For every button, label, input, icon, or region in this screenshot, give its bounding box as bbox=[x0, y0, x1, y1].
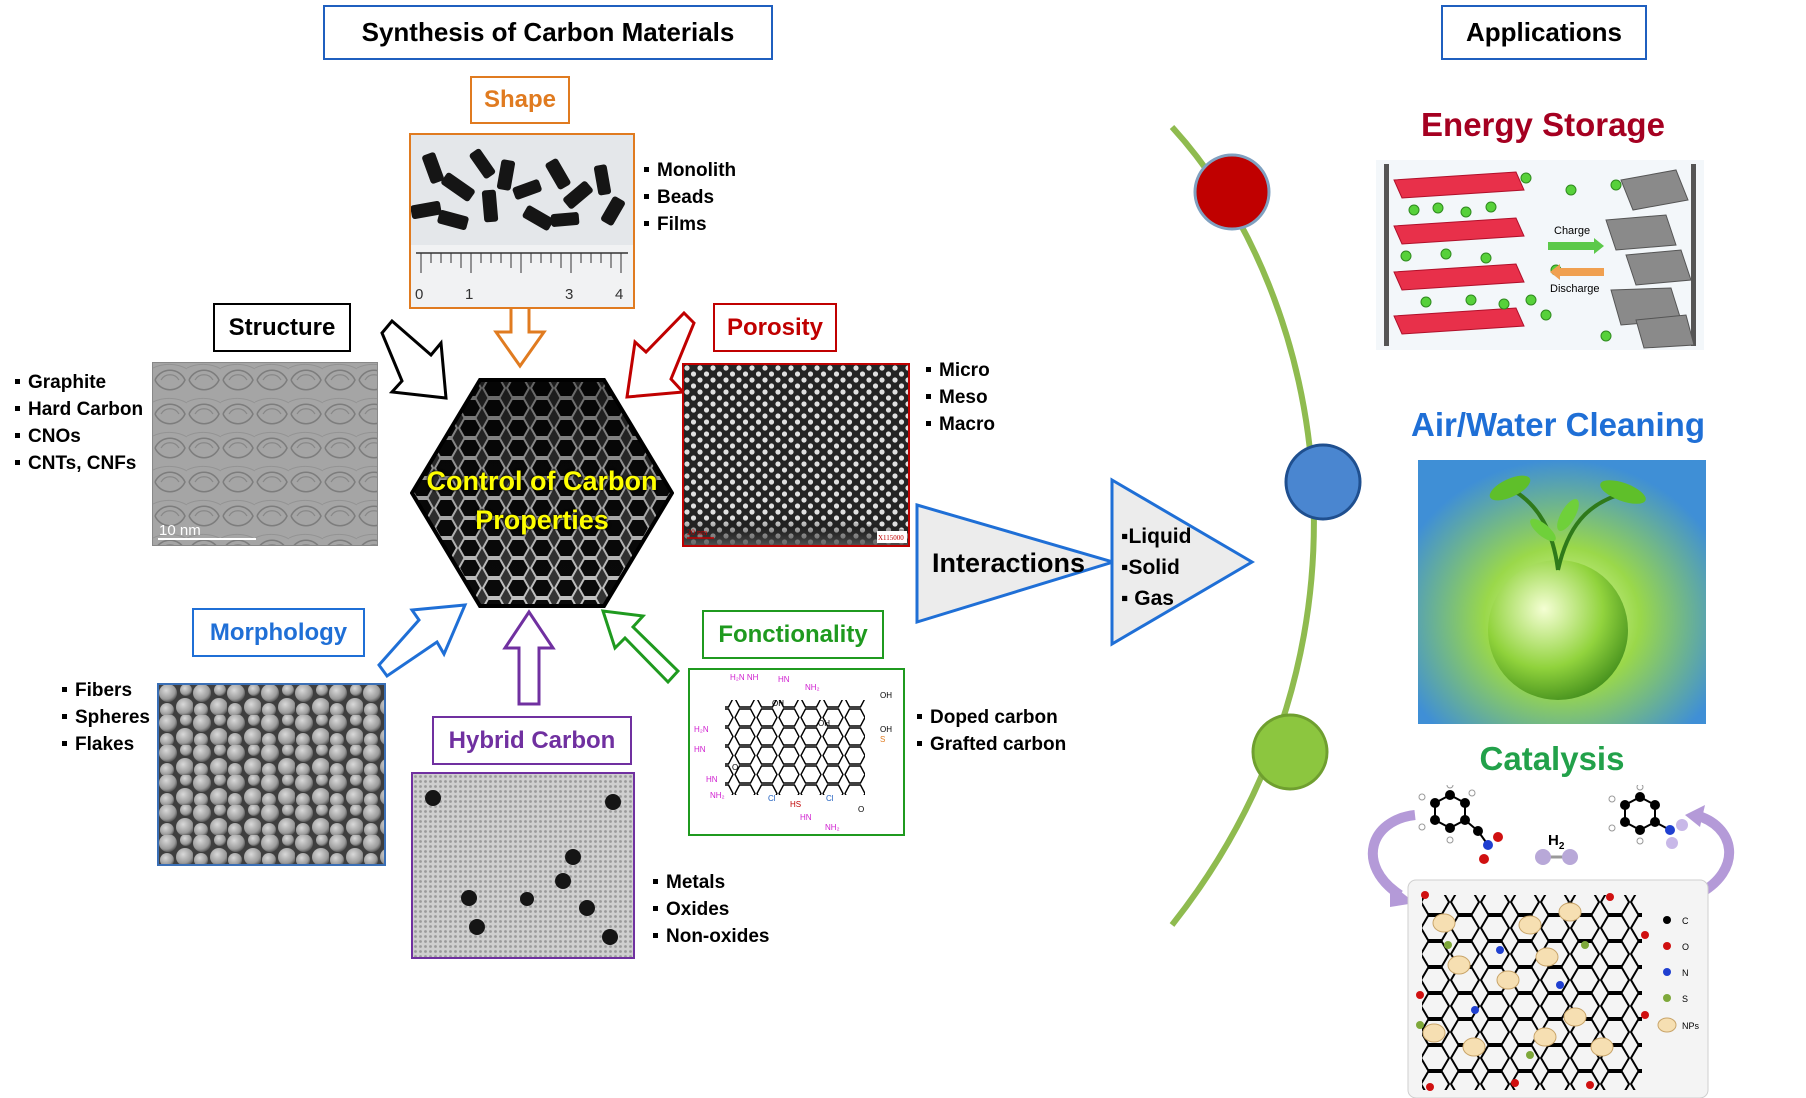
svg-text:NH₂: NH₂ bbox=[710, 791, 725, 800]
catalysis-node bbox=[1251, 713, 1329, 791]
legend-sulfur: S bbox=[1682, 994, 1688, 1004]
list-item: Hard Carbon bbox=[15, 396, 143, 423]
svg-text:H₂N: H₂N bbox=[694, 725, 709, 734]
phases-triangle bbox=[1110, 477, 1255, 647]
ruler-number: 0 bbox=[415, 286, 423, 303]
structure-tem-image: 10 nm bbox=[152, 362, 378, 546]
legend-carbon: C bbox=[1682, 916, 1689, 926]
center-label-line1: Control of Carbon bbox=[426, 466, 658, 496]
morphology-sem-image bbox=[157, 683, 386, 866]
list-item: Metals bbox=[653, 869, 769, 896]
hybrid-tem-image bbox=[411, 772, 635, 959]
list-item: Beads bbox=[644, 184, 736, 211]
shape-list: Monolith Beads Films bbox=[644, 157, 736, 238]
svg-text:O: O bbox=[732, 763, 738, 772]
legend-nitrogen: N bbox=[1682, 968, 1689, 978]
ruler-number: 4 bbox=[615, 286, 623, 303]
catalysis-illustration: H2 bbox=[1360, 785, 1752, 1098]
svg-text:HN: HN bbox=[706, 775, 718, 784]
svg-text:Cl: Cl bbox=[768, 794, 776, 803]
air-water-cleaning-illustration bbox=[1418, 460, 1706, 724]
structure-list: Graphite Hard Carbon CNOs CNTs, CNFs bbox=[15, 369, 143, 477]
shape-photo: 0 1 3 4 bbox=[409, 133, 635, 309]
list-item: CNOs bbox=[15, 423, 143, 450]
hybrid-arrow bbox=[502, 609, 556, 706]
ruler-number: 1 bbox=[465, 286, 473, 303]
hybrid-list: Metals Oxides Non-oxides bbox=[653, 869, 769, 950]
center-label-line2: Properties bbox=[475, 505, 609, 535]
functionality-list: Doped carbon Grafted carbon bbox=[917, 704, 1066, 758]
list-item: Spheres bbox=[62, 704, 150, 731]
list-item: Films bbox=[644, 211, 736, 238]
svg-text:S: S bbox=[880, 735, 885, 744]
list-item: Monolith bbox=[644, 157, 736, 184]
functionality-label: Fonctionality bbox=[702, 610, 884, 659]
energy-storage-illustration: Charge Discharge bbox=[1376, 160, 1704, 350]
synthesis-title: Synthesis of Carbon Materials bbox=[323, 5, 773, 60]
structure-scale: 10 nm bbox=[159, 522, 201, 539]
svg-text:Cl: Cl bbox=[826, 794, 834, 803]
center-label: Control of Carbon Properties bbox=[410, 462, 674, 540]
list-item: CNTs, CNFs bbox=[15, 450, 143, 477]
morphology-arrow bbox=[377, 603, 468, 679]
svg-text:HN: HN bbox=[694, 745, 706, 754]
list-item: Meso bbox=[926, 384, 995, 411]
svg-text:NH₂: NH₂ bbox=[825, 823, 840, 832]
list-item: Graphite bbox=[15, 369, 143, 396]
svg-text:O: O bbox=[858, 805, 864, 814]
interactions-triangle bbox=[915, 503, 1119, 625]
list-item: Oxides bbox=[653, 896, 769, 923]
ruler-number: 3 bbox=[565, 286, 573, 303]
functionality-arrow bbox=[600, 609, 681, 685]
list-item: Micro bbox=[926, 357, 995, 384]
energy-node bbox=[1193, 153, 1271, 231]
porosity-arrow bbox=[625, 310, 696, 399]
morphology-list: Fibers Spheres Flakes bbox=[62, 677, 150, 758]
list-item: Non-oxides bbox=[653, 923, 769, 950]
svg-text:OH: OH bbox=[880, 725, 892, 734]
charge-label: Charge bbox=[1554, 225, 1590, 237]
interactions-label: Interactions bbox=[932, 548, 1086, 578]
svg-text:HN: HN bbox=[778, 675, 790, 684]
svg-text:OH: OH bbox=[818, 719, 830, 728]
structure-arrow bbox=[380, 318, 448, 400]
svg-text:HN: HN bbox=[800, 813, 812, 822]
list-item: Macro bbox=[926, 411, 995, 438]
porosity-list: Micro Meso Macro bbox=[926, 357, 995, 438]
porosity-tem-image: 20 nm X115000 bbox=[682, 363, 910, 547]
interactions-list: ▪Liquid ▪Solid ▪ Gas bbox=[1121, 521, 1191, 614]
shape-label: Shape bbox=[470, 76, 570, 124]
svg-text:HS: HS bbox=[790, 800, 801, 809]
functionality-molecule: H₂N NH HN NH₂ H₂N HN HN NH₂ HN NH₂ OH OH OH OH O O… bbox=[688, 668, 905, 836]
discharge-label: Discharge bbox=[1550, 283, 1600, 295]
air-water-cleaning-title: Air/Water Cleaning bbox=[1411, 406, 1705, 443]
morphology-label: Morphology bbox=[192, 608, 365, 657]
svg-text:NH₂: NH₂ bbox=[805, 683, 820, 692]
svg-text:H₂N NH: H₂N NH bbox=[730, 673, 759, 682]
porosity-magnification: X115000 bbox=[878, 534, 904, 542]
h2-label: H2 bbox=[1548, 832, 1565, 852]
catalysis-title: Catalysis bbox=[1479, 740, 1625, 777]
cleaning-node bbox=[1284, 443, 1362, 521]
list-item: Grafted carbon bbox=[917, 731, 1066, 758]
porosity-scale: 20 nm bbox=[687, 528, 708, 537]
applications-title: Applications bbox=[1441, 5, 1647, 60]
list-item: ▪Solid bbox=[1121, 556, 1180, 579]
svg-text:OH: OH bbox=[772, 699, 784, 708]
legend-oxygen: O bbox=[1682, 942, 1689, 952]
porosity-label: Porosity bbox=[713, 303, 837, 352]
list-item: ▪Liquid bbox=[1121, 525, 1192, 548]
list-item: Doped carbon bbox=[917, 704, 1066, 731]
energy-storage-title: Energy Storage bbox=[1421, 106, 1665, 143]
hybrid-label: Hybrid Carbon bbox=[432, 716, 632, 765]
list-item: Flakes bbox=[62, 731, 150, 758]
list-item: Fibers bbox=[62, 677, 150, 704]
center-hexagon: Control of Carbon Properties bbox=[409, 378, 675, 608]
list-item: ▪ Gas bbox=[1121, 587, 1174, 610]
structure-label: Structure bbox=[213, 303, 351, 352]
svg-text:OH: OH bbox=[880, 691, 892, 700]
legend-nanoparticles: NPs bbox=[1682, 1021, 1700, 1031]
